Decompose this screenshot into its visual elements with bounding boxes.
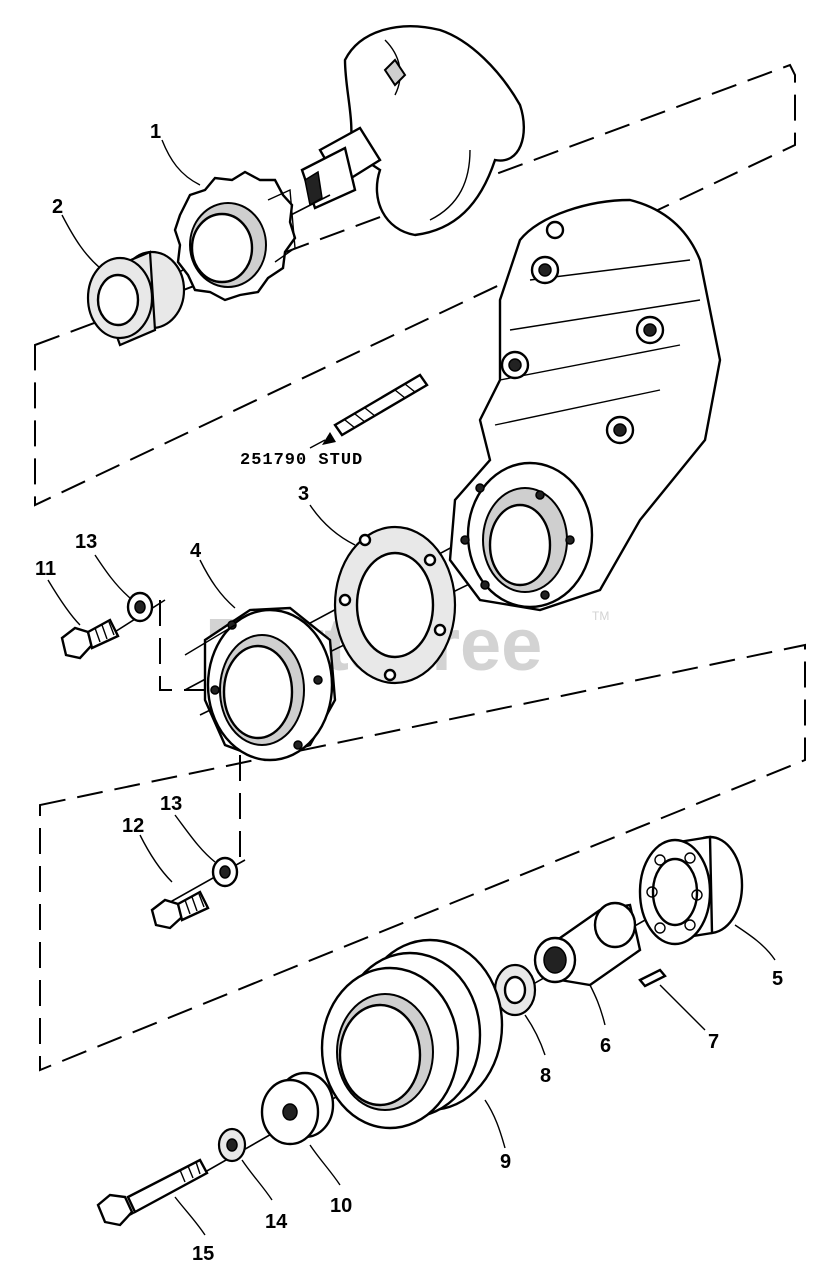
crankshaft — [300, 25, 525, 237]
callout-10: 10 — [330, 1195, 352, 1217]
bolt-12 — [150, 890, 210, 930]
callout-5: 5 — [772, 968, 783, 990]
timing-gear — [173, 170, 297, 302]
callout-7: 7 — [708, 1031, 719, 1053]
gasket — [333, 525, 457, 685]
callout-8: 8 — [540, 1065, 551, 1087]
callout-15: 15 — [192, 1243, 214, 1265]
bolt-11 — [60, 618, 120, 660]
stud — [309, 373, 429, 449]
gear-case-cover — [448, 198, 722, 612]
lock-washer-13-lower — [211, 856, 239, 888]
callout-1: 1 — [150, 121, 161, 143]
callout-14: 14 — [265, 1211, 288, 1233]
callout-3: 3 — [298, 483, 309, 505]
assembly-boundary-lines — [34, 63, 806, 1072]
callout-11: 11 — [35, 558, 56, 580]
sleeve — [533, 901, 642, 987]
spacer — [260, 1071, 335, 1146]
roller-bearing — [638, 835, 744, 946]
lock-washer-14 — [217, 1127, 247, 1163]
callout-13-lower: 13 — [160, 793, 182, 815]
callout-labels: 1 2 3 4 5 6 7 8 9 10 11 12 13 13 14 15 — [35, 121, 783, 1265]
pulley — [320, 938, 504, 1130]
stud-part-label: 251790 STUD — [240, 451, 363, 470]
key — [638, 968, 667, 988]
callout-4: 4 — [190, 540, 202, 562]
watermark-trademark: TM — [592, 609, 609, 623]
callout-13-upper: 13 — [75, 531, 97, 553]
callout-2: 2 — [52, 196, 63, 218]
callout-9: 9 — [500, 1151, 511, 1173]
thrust-washer — [493, 963, 537, 1017]
callout-12: 12 — [122, 815, 144, 837]
adapter-ring — [184, 606, 337, 762]
callout-6: 6 — [600, 1035, 611, 1057]
bushing — [86, 250, 186, 347]
bolt-15 — [96, 1158, 209, 1227]
lock-washer-13-upper — [126, 591, 154, 623]
leader-lines — [47, 139, 776, 1236]
